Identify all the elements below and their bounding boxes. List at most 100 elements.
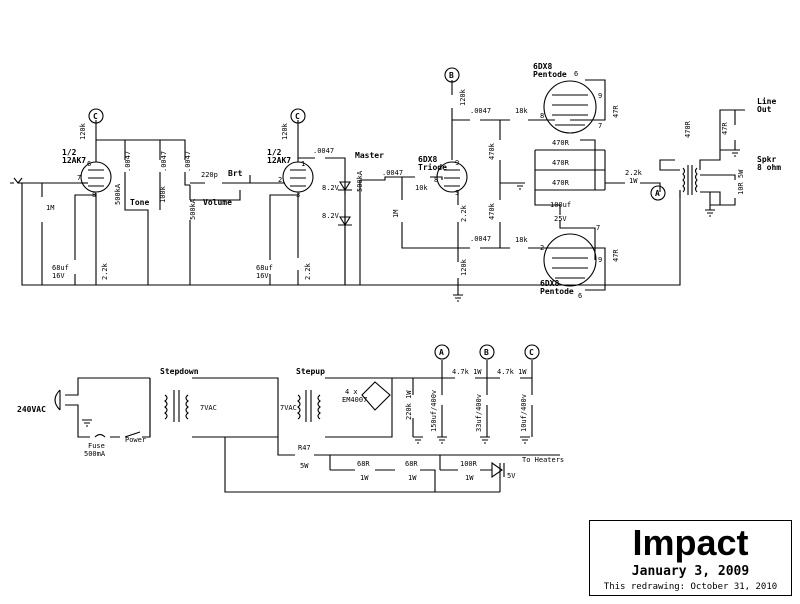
- svg-text:120k: 120k: [459, 88, 467, 106]
- svg-text:120k: 120k: [281, 122, 289, 140]
- tubes: [80, 80, 597, 287]
- svg-text:470k: 470k: [488, 202, 496, 220]
- schematic-date: January 3, 2009: [631, 564, 750, 579]
- svg-text:1: 1: [301, 160, 305, 168]
- svg-text:18k: 18k: [515, 236, 528, 244]
- svg-text:47R: 47R: [612, 105, 620, 118]
- svg-text:.0047: .0047: [160, 151, 168, 172]
- svg-text:.0047: .0047: [124, 151, 132, 172]
- svg-text:47R: 47R: [721, 122, 729, 135]
- svg-text:4.7k 1W: 4.7k 1W: [497, 368, 527, 376]
- label-volume: Volume: [203, 198, 232, 207]
- svg-text:.0047: .0047: [470, 107, 491, 115]
- svg-text:470R: 470R: [684, 120, 692, 138]
- svg-text:10uf/400v: 10uf/400v: [520, 394, 528, 432]
- svg-text:500kA: 500kA: [356, 170, 364, 192]
- svg-text:500kA: 500kA: [114, 183, 122, 205]
- svg-text:C: C: [93, 112, 98, 121]
- svg-text:6: 6: [578, 292, 582, 300]
- label-to-heaters: To Heaters: [522, 456, 564, 464]
- tube-v4b: [543, 233, 597, 287]
- svg-text:6: 6: [87, 160, 91, 168]
- label-stepdown: Stepdown: [160, 367, 199, 376]
- svg-text:1M: 1M: [392, 210, 400, 218]
- signal-wiring: [10, 79, 745, 295]
- svg-text:470k: 470k: [488, 142, 496, 160]
- label-power: Power: [125, 436, 146, 444]
- svg-text:2.2k: 2.2k: [101, 262, 109, 280]
- svg-text:9: 9: [598, 92, 602, 100]
- svg-text:470R: 470R: [552, 179, 570, 187]
- svg-text:2.2k: 2.2k: [460, 204, 468, 222]
- svg-text:5V: 5V: [507, 472, 516, 480]
- svg-text:220p: 220p: [201, 171, 218, 179]
- node-markers: C C B A A B C: [88, 67, 666, 360]
- svg-text:10R 5W: 10R 5W: [737, 169, 745, 195]
- label-mains: 240VAC: [17, 405, 46, 414]
- output-transformer: [682, 165, 698, 195]
- svg-text:C: C: [529, 348, 534, 357]
- label-brt: Brt: [228, 169, 243, 178]
- label-7vac-2: 7VAC: [280, 404, 297, 412]
- svg-text:6: 6: [574, 70, 578, 78]
- svg-text:3: 3: [296, 191, 300, 199]
- svg-text:1M: 1M: [46, 204, 54, 212]
- svg-text:2: 2: [278, 176, 282, 184]
- svg-text:.0047: .0047: [313, 147, 334, 155]
- svg-text:10k: 10k: [415, 184, 428, 192]
- label-7vac-1: 7VAC: [200, 404, 217, 412]
- svg-text:100k: 100k: [159, 185, 167, 203]
- svg-text:220k 1W: 220k 1W: [405, 390, 413, 420]
- svg-text:A: A: [655, 189, 660, 198]
- svg-text:8: 8: [540, 112, 544, 120]
- tube-v4a: [543, 80, 597, 134]
- svg-text:47R: 47R: [612, 249, 620, 262]
- tube-v3: [436, 161, 468, 193]
- svg-text:3: 3: [455, 189, 459, 197]
- svg-text:B: B: [484, 348, 489, 357]
- svg-text:8.2V: 8.2V: [322, 212, 340, 220]
- svg-text:A: A: [439, 348, 444, 357]
- svg-text:18k: 18k: [515, 107, 528, 115]
- led: [491, 461, 505, 479]
- svg-text:500kA: 500kA: [189, 198, 197, 220]
- svg-text:120k: 120k: [460, 258, 468, 276]
- svg-text:.0047: .0047: [382, 169, 403, 177]
- label-stepup: Stepup: [296, 367, 325, 376]
- svg-text:9: 9: [598, 256, 602, 264]
- svg-text:8: 8: [92, 191, 96, 199]
- svg-text:7: 7: [598, 122, 602, 130]
- power-supply-wiring: [54, 360, 560, 493]
- svg-text:4.7k 1W: 4.7k 1W: [452, 368, 482, 376]
- svg-text:33uf/400v: 33uf/400v: [475, 394, 483, 432]
- svg-text:B: B: [449, 71, 454, 80]
- svg-text:2.2k: 2.2k: [304, 262, 312, 280]
- svg-text:150uf/400v: 150uf/400v: [430, 390, 438, 432]
- svg-text:470R: 470R: [552, 159, 570, 167]
- svg-text:7: 7: [77, 174, 81, 182]
- svg-text:2: 2: [540, 244, 544, 252]
- svg-text:8: 8: [434, 176, 438, 184]
- svg-text:7: 7: [596, 224, 600, 232]
- svg-text:C: C: [295, 112, 300, 121]
- svg-text:8.2V: 8.2V: [322, 184, 340, 192]
- label-master: Master: [355, 151, 384, 160]
